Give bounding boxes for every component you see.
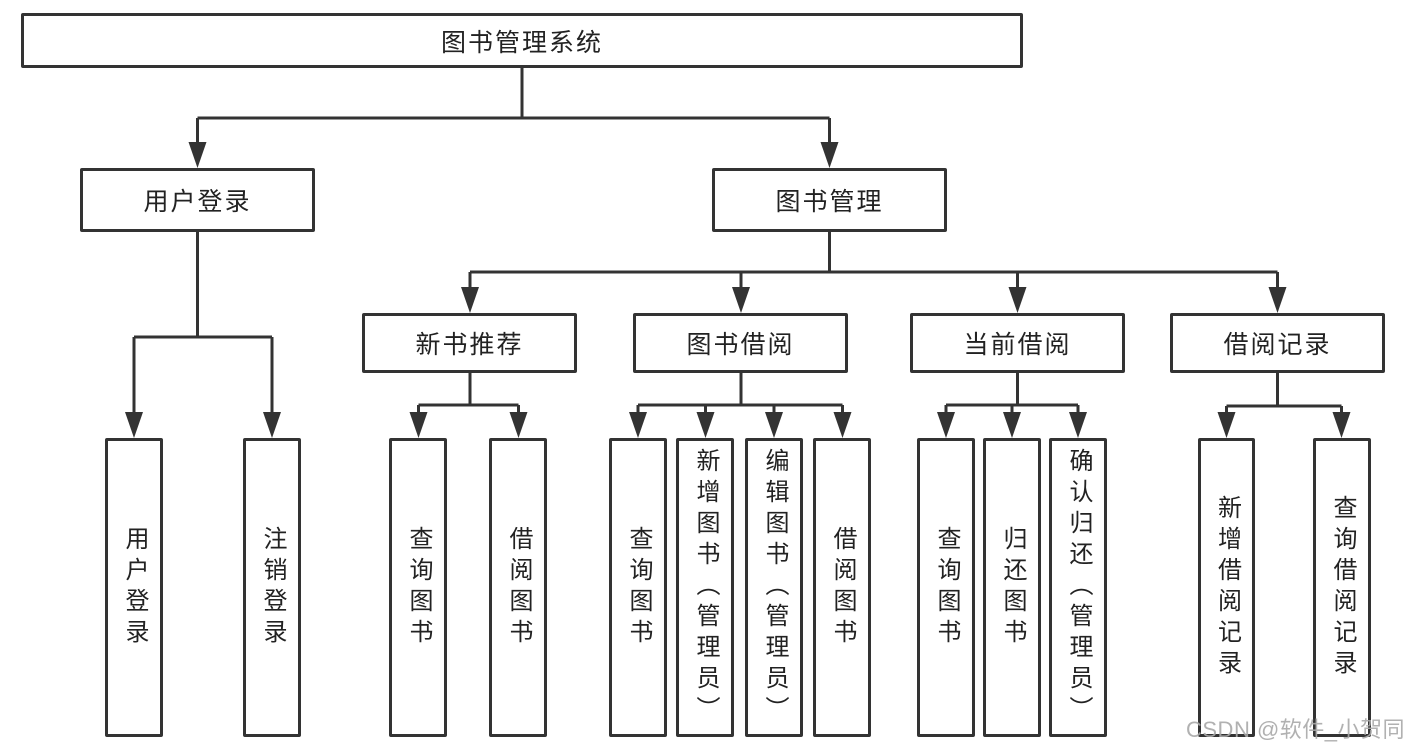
connector-book-borrow	[636, 373, 844, 420]
node-book-management: 图书管理	[712, 168, 947, 232]
node-book-borrow-label: 图书借阅	[686, 331, 795, 359]
leaf-current-query-books-label: 查询图书	[933, 525, 960, 650]
leaf-borrow-add-books-admin: 新增图书（管理员）	[676, 438, 734, 737]
arrowheads	[125, 142, 1351, 438]
leaf-current-query-books: 查询图书	[917, 438, 975, 737]
leaf-newbook-borrow-books: 借阅图书	[489, 438, 547, 737]
leaf-borrow-edit-books-admin: 编辑图书（管理员）	[745, 438, 803, 737]
leaf-current-confirm-return-admin: 确认归还（管理员）	[1049, 438, 1107, 737]
connector-new-book-recommend	[417, 373, 520, 420]
leaf-borrow-query-books: 查询图书	[609, 438, 667, 737]
leaf-records-add-record-label: 新增借阅记录	[1213, 494, 1241, 681]
connector-borrow-records	[1225, 373, 1343, 420]
leaf-current-confirm-return-admin-label: 确认归还（管理员）	[1065, 448, 1092, 727]
node-borrow-records-label: 借阅记录	[1223, 331, 1332, 359]
leaf-borrow-borrow-books: 借阅图书	[813, 438, 871, 737]
leaf-newbook-query-books-label: 查询图书	[405, 525, 432, 650]
node-new-book-recommend: 新书推荐	[362, 313, 577, 373]
leaf-user-login-label: 用户登录	[121, 525, 148, 650]
leaf-current-return-books: 归还图书	[983, 438, 1041, 737]
connector-root	[196, 68, 831, 150]
leaf-borrow-edit-books-admin-label: 编辑图书（管理员）	[761, 448, 788, 727]
node-book-borrow: 图书借阅	[633, 313, 848, 373]
node-new-book-recommend-label: 新书推荐	[415, 331, 524, 359]
node-borrow-records: 借阅记录	[1170, 313, 1385, 373]
leaf-logout-label: 注销登录	[259, 525, 286, 650]
node-current-borrow: 当前借阅	[910, 313, 1125, 373]
leaf-borrow-query-books-label: 查询图书	[625, 525, 652, 650]
leaf-borrow-borrow-books-label: 借阅图书	[829, 525, 856, 650]
leaf-current-return-books-label: 归还图书	[999, 525, 1026, 650]
leaf-logout: 注销登录	[243, 438, 301, 737]
connector-user-login	[132, 232, 274, 420]
connector-book-management	[468, 232, 1279, 295]
node-current-borrow-label: 当前借阅	[963, 331, 1072, 359]
leaf-newbook-query-books: 查询图书	[389, 438, 447, 737]
node-user-login: 用户登录	[80, 168, 315, 232]
leaf-records-add-record: 新增借阅记录	[1198, 438, 1255, 737]
leaf-user-login: 用户登录	[105, 438, 163, 737]
csdn-watermark: CSDN @软件_小贺同学	[1186, 717, 1405, 742]
leaf-newbook-borrow-books-label: 借阅图书	[505, 525, 532, 650]
leaf-records-query-record-label: 查询借阅记录	[1329, 494, 1356, 681]
leaf-records-query-record: 查询借阅记录	[1313, 438, 1371, 737]
node-root-system-label: 图书管理系统	[440, 28, 603, 57]
node-root-system: 图书管理系统	[21, 13, 1023, 68]
node-book-management-label: 图书管理	[775, 188, 884, 216]
leaf-borrow-add-books-admin-label: 新增图书（管理员）	[692, 448, 719, 727]
node-user-login-label: 用户登录	[143, 188, 252, 216]
